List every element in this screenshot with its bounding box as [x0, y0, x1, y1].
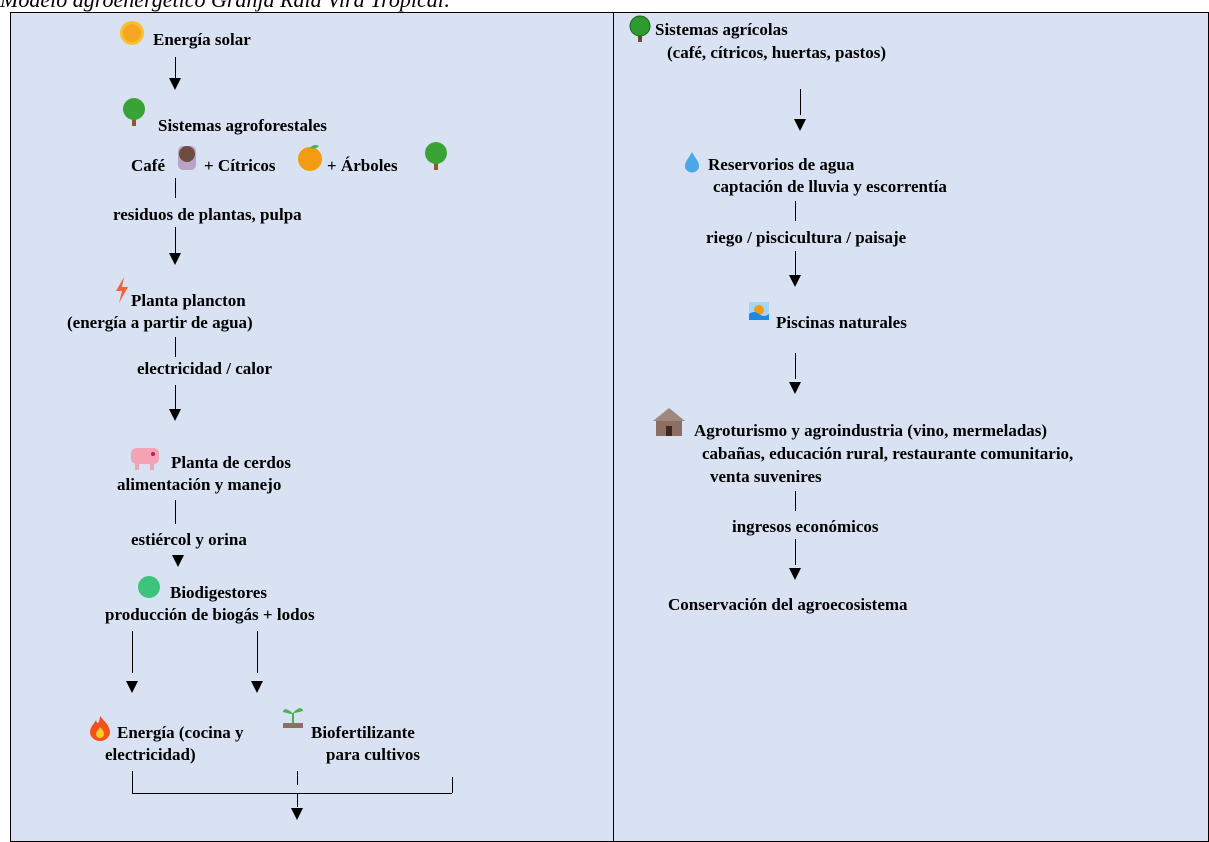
tree-icon	[123, 98, 145, 126]
reservorios-title: Reservorios de agua	[708, 155, 855, 174]
connector-line	[795, 201, 796, 221]
pig-icon	[131, 448, 159, 470]
left-panel: Energía solar Sistemas agroforestales Ca…	[10, 12, 615, 842]
biofertilizante-title: Biofertilizante	[311, 723, 415, 742]
agroturismo-title: Agroturismo y agroindustria (vino, merme…	[694, 421, 1048, 440]
arrow-head	[169, 409, 181, 421]
diagram-title: Modelo agroenergético Granja Rala Vira T…	[0, 0, 451, 13]
connector-line	[175, 57, 176, 81]
hut-icon	[653, 408, 685, 436]
connector-line	[132, 771, 133, 793]
arrow-head	[169, 78, 181, 90]
citricos-label: + Cítricos	[204, 156, 276, 175]
connector-line	[297, 793, 298, 807]
water-drop-icon	[685, 152, 699, 173]
agricolas-title: Sistemas agrícolas	[655, 20, 788, 39]
arrow-head	[789, 568, 801, 580]
biodigestores-title: Biodigestores	[170, 583, 267, 602]
connector-line	[795, 491, 796, 511]
estiercol-label: estiércol y orina	[131, 530, 247, 549]
connector-line	[795, 251, 796, 275]
cafe-label: Café	[131, 156, 165, 175]
coffee-icon	[178, 146, 196, 170]
connector-line	[175, 385, 176, 409]
arrow-head	[794, 119, 806, 131]
connector-line	[795, 353, 796, 379]
connector-line	[795, 539, 796, 565]
residuos-label: residuos de plantas, pulpa	[113, 205, 302, 224]
tree-icon	[425, 142, 447, 170]
agricolas-subtitle: (café, cítricos, huertas, pastos)	[667, 43, 887, 62]
agroturismo-subtitle-1: cabañas, educación rural, restaurante co…	[702, 444, 1074, 463]
seedling-icon	[283, 708, 303, 728]
agroforestal-label: Sistemas agroforestales	[158, 116, 327, 135]
connector-line	[175, 500, 176, 524]
cerdos-subtitle: alimentación y manejo	[117, 475, 282, 494]
connector-line	[257, 631, 258, 673]
connector-line	[175, 337, 176, 357]
fire-icon	[90, 716, 110, 741]
solar-label: Energía solar	[153, 30, 251, 49]
connector-line	[132, 631, 133, 673]
reservorios-subtitle: captación de lluvia y escorrentía	[713, 177, 947, 196]
arrow-head	[172, 555, 184, 567]
energia-title: Energía (cocina y	[117, 723, 244, 742]
connector-line	[132, 793, 452, 794]
connector-line	[452, 777, 453, 793]
lightning-icon	[116, 277, 128, 303]
pool-icon	[749, 302, 769, 320]
ingresos-label: ingresos económicos	[732, 517, 879, 536]
connector-line	[175, 227, 176, 253]
piscinas-label: Piscinas naturales	[776, 313, 907, 332]
arrow-head	[291, 808, 303, 820]
riego-label: riego / piscicultura / paisaje	[706, 228, 907, 247]
arrow-head	[169, 253, 181, 265]
right-panel: Sistemas agrícolas (café, cítricos, huer…	[613, 12, 1209, 842]
plancton-title: Planta plancton	[131, 291, 246, 310]
conservacion-label: Conservación del agroecosistema	[668, 595, 908, 614]
sun-icon	[120, 21, 144, 45]
biodigestores-subtitle: producción de biogás + lodos	[105, 605, 315, 624]
electricidad-calor-label: electricidad / calor	[137, 359, 273, 378]
tree-icon	[629, 15, 651, 42]
connector-line	[800, 89, 801, 115]
arrow-head	[789, 382, 801, 394]
agroturismo-subtitle-2: venta suvenires	[710, 467, 822, 486]
cerdos-title: Planta de cerdos	[171, 453, 291, 472]
arboles-label: + Árboles	[327, 156, 398, 175]
energia-subtitle: electricidad)	[105, 745, 196, 764]
plancton-subtitle: (energía a partir de agua)	[67, 313, 253, 332]
arrow-head	[789, 275, 801, 287]
arrow-head	[251, 681, 263, 693]
arrow-head	[126, 681, 138, 693]
biofertilizante-subtitle: para cultivos	[326, 745, 420, 764]
connector-line	[297, 771, 298, 785]
biodigester-icon	[138, 576, 160, 598]
connector-line	[175, 178, 176, 198]
orange-icon	[298, 144, 322, 171]
